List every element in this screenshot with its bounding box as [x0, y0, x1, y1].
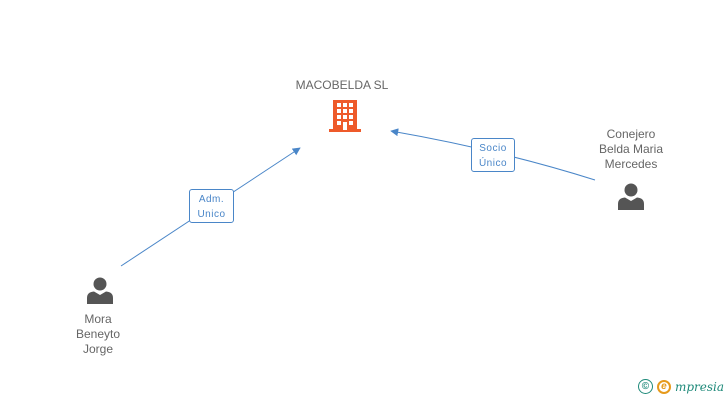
relation-label-line: Unico: [197, 209, 226, 220]
person-name-mora[interactable]: Mora Beneyto Jorge: [58, 312, 138, 357]
person-icon[interactable]: [617, 182, 645, 210]
relation-label-adm-unico[interactable]: Adm. Unico: [189, 189, 234, 223]
person-name-line: Jorge: [82, 342, 114, 356]
relation-label-socio-unico[interactable]: Socio Único: [471, 138, 515, 172]
person-name-line: Mercedes: [604, 157, 658, 171]
person-name-line: Mora: [84, 312, 112, 326]
person-name-line: Beneyto: [75, 327, 121, 341]
relation-label-line: Socio: [479, 143, 507, 154]
relation-label-line: Adm.: [198, 194, 225, 205]
person-name-conejero[interactable]: Conejero Belda Maria Mercedes: [571, 127, 691, 172]
person-name-line: Conejero: [606, 127, 656, 141]
brand-name: mpresia: [674, 379, 724, 394]
person-icon[interactable]: [86, 276, 114, 304]
relation-label-line: Único: [478, 158, 508, 169]
company-name[interactable]: MACOBELDA SL: [295, 78, 389, 92]
copyright-icon: ©: [637, 379, 653, 394]
brand-footer[interactable]: © e mpresia: [637, 379, 724, 394]
person-name-line: Belda Maria: [598, 142, 664, 156]
building-icon[interactable]: [329, 100, 361, 132]
brand-initial: e: [656, 379, 671, 394]
